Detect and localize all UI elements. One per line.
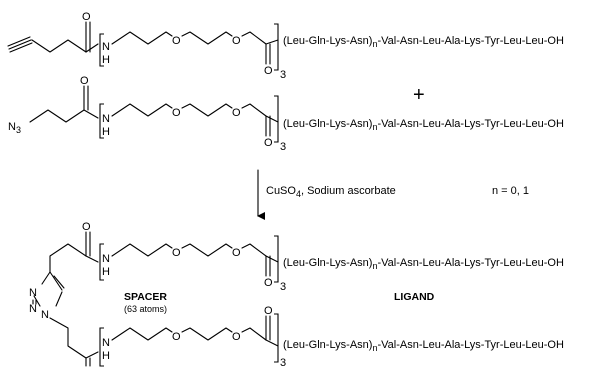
hydrogen-atom: H (102, 350, 110, 362)
peptide-tail: -Val-Asn-Leu-Ala-Lys-Tyr-Leu-Leu-OH (377, 257, 564, 269)
peptide-chain: (Leu-Gln-Lys-Asn)n-Val-Asn-Leu-Ala-Lys-T… (283, 35, 564, 49)
peptide-tail: -Val-Asn-Leu-Ala-Lys-Tyr-Leu-Leu-OH (377, 339, 564, 351)
repeat-bracket-open (99, 243, 104, 281)
oxygen-atom: O (232, 331, 241, 343)
oxygen-atom: O (232, 247, 241, 259)
nitrogen-atom: N (29, 303, 37, 315)
oxygen-atom: O (172, 331, 181, 343)
peptide-main: (Leu-Gln-Lys-Asn) (283, 118, 372, 130)
nitrogen-atom: N (102, 337, 110, 349)
oxygen-atom: O (82, 221, 91, 233)
repeat-bracket-open (99, 327, 104, 367)
oxygen-atom: O (80, 75, 89, 87)
repeat-index: 3 (280, 69, 286, 81)
product-upper-arm: O N H O O O 3 (Leu-Gln-Lys-Asn)n-Val-Asn… (49, 221, 564, 293)
nitrogen-atom: N (41, 309, 49, 321)
oxygen-atom: O (82, 11, 91, 23)
peptide-main: (Leu-Gln-Lys-Asn) (283, 35, 372, 47)
azide-subscript: 3 (16, 125, 21, 135)
spacer-atom-count: (63 atoms) (124, 304, 167, 314)
azide-group: N3 (8, 121, 21, 135)
hydrogen-atom: H (102, 54, 110, 66)
oxygen-atom: O (264, 305, 273, 317)
peptide-chain: (Leu-Gln-Lys-Asn)n-Val-Asn-Leu-Ala-Lys-T… (283, 339, 564, 353)
n-values: n = 0, 1 (492, 185, 529, 197)
oxygen-atom: O (264, 65, 273, 77)
oxygen-atom: O (232, 35, 241, 47)
peptide-subscript: n (372, 39, 377, 49)
ligand-label: LIGAND (394, 291, 435, 303)
peptide-subscript: n (372, 343, 377, 353)
reagent-prefix: CuSO (266, 185, 296, 197)
peptide-main: (Leu-Gln-Lys-Asn) (283, 339, 372, 351)
spacer-label: SPACER (124, 291, 167, 303)
peptide-chain: (Leu-Gln-Lys-Asn)n-Val-Asn-Leu-Ala-Lys-T… (283, 118, 564, 132)
peptide-chain: (Leu-Gln-Lys-Asn)n-Val-Asn-Leu-Ala-Lys-T… (283, 257, 564, 271)
repeat-bracket-close (274, 23, 279, 71)
reagent-suffix: , Sodium ascorbate (301, 185, 396, 197)
repeat-bracket-close (274, 313, 279, 363)
nitrogen-atom: N (29, 287, 37, 299)
oxygen-atom: O (172, 247, 181, 259)
hydrogen-atom: H (102, 126, 110, 138)
peptide-tail: -Val-Asn-Leu-Ala-Lys-Tyr-Leu-Leu-OH (377, 118, 564, 130)
reaction-reagents: CuSO4, Sodium ascorbate (266, 185, 396, 199)
repeat-index: 3 (280, 357, 286, 369)
alkyne-reactant: O N H O O O 3 (Leu-Gln-Lys-Asn)n-Val-Asn… (7, 11, 564, 81)
repeat-index: 3 (280, 281, 286, 293)
hydrogen-atom: H (102, 266, 110, 278)
oxygen-atom: O (264, 137, 273, 149)
oxygen-atom: O (264, 277, 273, 289)
repeat-index: 3 (280, 141, 286, 153)
reagent-subscript: 4 (296, 189, 301, 199)
repeat-bracket-open (99, 33, 104, 67)
nitrogen-atom: N (102, 41, 110, 53)
plus-sign: + (413, 84, 425, 106)
nitrogen-atom: N (102, 113, 110, 125)
oxygen-atom: O (172, 35, 181, 47)
oxygen-atom: O (172, 107, 181, 119)
peptide-subscript: n (372, 261, 377, 271)
repeat-bracket-close (274, 95, 279, 143)
oxygen-atom: O (232, 107, 241, 119)
peptide-tail: -Val-Asn-Leu-Ala-Lys-Tyr-Leu-Leu-OH (377, 35, 564, 47)
product-lower-arm: N H O O O 3 (Leu-Gln-Lys-Asn)n-Val-Asn-L… (49, 305, 564, 369)
azide-n: N (8, 121, 16, 133)
alkyne-triple-bond (7, 36, 33, 53)
nitrogen-atom: N (102, 253, 110, 265)
repeat-bracket-close (274, 235, 279, 283)
repeat-bracket-open (99, 103, 104, 139)
triazole-ring: N N N (29, 271, 65, 321)
peptide-subscript: n (372, 122, 377, 132)
azide-reactant: N3 O N H O O O 3 (Leu-Gln-Lys-Asn)n-Val-… (8, 75, 564, 153)
peptide-main: (Leu-Gln-Lys-Asn) (283, 257, 372, 269)
